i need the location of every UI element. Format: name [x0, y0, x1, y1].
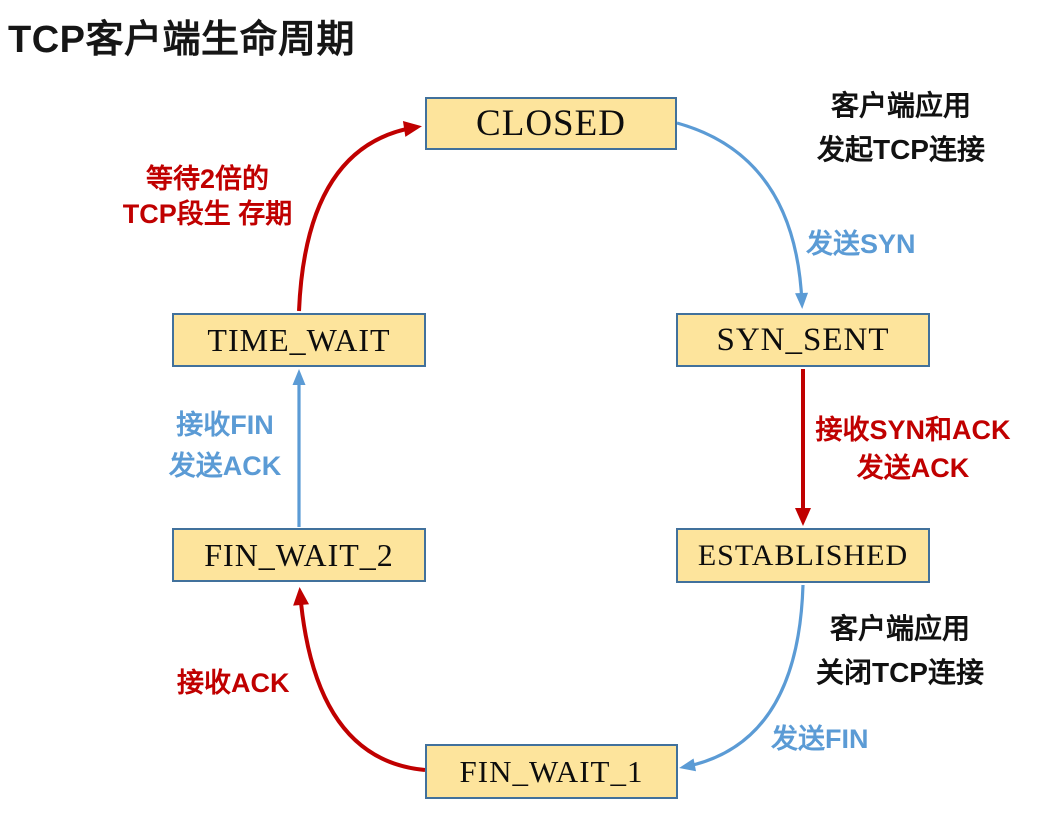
label-recv-ack: 接收ACK [177, 668, 290, 698]
label-send-fin: 发送FIN [771, 724, 869, 754]
arrow-established-to-fin-wait-1 [679, 584, 805, 772]
state-time-wait: TIME_WAIT [172, 313, 426, 367]
state-closed: CLOSED [425, 97, 677, 150]
arrow-time-wait-to-closed [297, 121, 422, 312]
arrow-fin-wait-1-to-fin-wait-2 [293, 587, 426, 772]
state-established: ESTABLISHED [676, 528, 930, 583]
state-syn-sent: SYN_SENT [676, 313, 930, 367]
label-line: TCP段生 存期 [122, 199, 293, 229]
label-recv-fin-send-ack: 接收FIN 发送ACK [155, 405, 295, 487]
label-recv-syn-ack-send-ack: 接收SYN和ACK 发送ACK [803, 411, 1023, 487]
note-line: 发起TCP连接 [816, 134, 985, 165]
page-title: TCP客户端生命周期 [8, 19, 356, 61]
note-line: 关闭TCP连接 [815, 657, 984, 688]
label-line: 接收SYN和ACK [815, 415, 1011, 445]
label-line: 接收FIN [176, 410, 274, 440]
label-send-syn: 发送SYN [806, 229, 916, 259]
arrow-closed-to-syn-sent [676, 121, 809, 309]
state-fin-wait-2: FIN_WAIT_2 [172, 528, 426, 582]
note-client-opens-connection: 客户端应用 发起TCP连接 [790, 84, 1012, 172]
note-line: 客户端应用 [829, 613, 970, 644]
note-client-closes-connection: 客户端应用 关闭TCP连接 [790, 607, 1010, 695]
label-line: 等待2倍的 [145, 164, 270, 194]
label-line: 发送ACK [168, 451, 282, 481]
state-fin-wait-1: FIN_WAIT_1 [425, 744, 678, 799]
note-line: 客户端应用 [830, 90, 971, 121]
label-line: 发送ACK [856, 453, 970, 483]
label-wait-2msl: 等待2倍的 TCP段生 存期 [100, 162, 315, 232]
